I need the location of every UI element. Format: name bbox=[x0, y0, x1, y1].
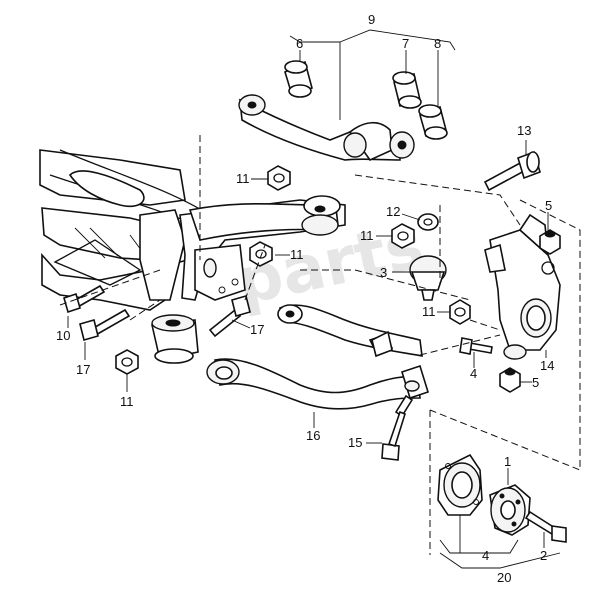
callout-17-mid: 17 bbox=[250, 322, 264, 337]
callout-9: 9 bbox=[368, 12, 375, 27]
subframe-mount-bushing bbox=[151, 314, 199, 364]
bushing-6 bbox=[284, 60, 313, 98]
nut-11-mid bbox=[249, 241, 273, 267]
wheel-carrier bbox=[484, 213, 561, 360]
callout-4-mid: 4 bbox=[470, 366, 477, 381]
bushing-8 bbox=[418, 104, 448, 140]
callout-20: 20 bbox=[497, 570, 511, 585]
bolt-17-mid bbox=[208, 295, 251, 338]
lower-link-arm bbox=[277, 304, 423, 357]
callout-1: 1 bbox=[504, 454, 511, 469]
callout-3: 3 bbox=[380, 265, 387, 280]
upper-control-arm bbox=[238, 94, 415, 162]
upper-link-arm bbox=[188, 195, 341, 241]
callout-14: 14 bbox=[540, 358, 554, 373]
bolt-15 bbox=[381, 394, 414, 461]
callout-4-bottom: 4 bbox=[482, 548, 489, 563]
callout-11-right: 11 bbox=[422, 304, 436, 319]
leader-lines bbox=[67, 29, 561, 569]
nut-11-right bbox=[449, 299, 471, 325]
nut-5-top bbox=[539, 229, 561, 255]
bolt-13 bbox=[483, 150, 541, 192]
washer-12 bbox=[417, 213, 439, 231]
wheel-hub bbox=[489, 484, 531, 536]
callout-11-bottom: 11 bbox=[120, 394, 134, 409]
callout-11-top: 11 bbox=[236, 171, 250, 186]
nut-11-top bbox=[267, 165, 291, 191]
callout-11-mid: 11 bbox=[290, 247, 304, 262]
bracket bbox=[371, 330, 393, 358]
callout-5-bottom: 5 bbox=[532, 375, 539, 390]
ball-joint bbox=[409, 255, 447, 301]
bolt-17-left bbox=[79, 308, 131, 341]
callouts: 9 6 7 8 11 13 12 11 5 11 3 11 10 17 14 4… bbox=[56, 12, 554, 585]
callout-17-left: 17 bbox=[76, 362, 90, 377]
bushing-7 bbox=[392, 71, 422, 109]
callout-5-top: 5 bbox=[545, 198, 552, 213]
bolt-10 bbox=[63, 284, 106, 314]
callout-11-left: 11 bbox=[360, 228, 374, 243]
nut-5-bottom bbox=[499, 367, 521, 393]
nut-11-left bbox=[391, 223, 415, 249]
callout-2: 2 bbox=[540, 548, 547, 563]
callout-13: 13 bbox=[517, 123, 531, 138]
hub-bolt bbox=[524, 510, 567, 543]
lower-control-arm-16 bbox=[206, 358, 429, 410]
callout-12: 12 bbox=[386, 204, 400, 219]
callout-6: 6 bbox=[296, 36, 303, 51]
dashed-guides bbox=[59, 135, 581, 555]
callout-7: 7 bbox=[402, 36, 409, 51]
nut-11-bottom bbox=[115, 349, 139, 375]
callout-8: 8 bbox=[434, 36, 441, 51]
wheel-bearing-housing bbox=[437, 453, 483, 516]
callout-15: 15 bbox=[348, 435, 362, 450]
callout-16: 16 bbox=[306, 428, 320, 443]
bolt-4 bbox=[459, 337, 493, 355]
callout-10: 10 bbox=[56, 328, 70, 343]
